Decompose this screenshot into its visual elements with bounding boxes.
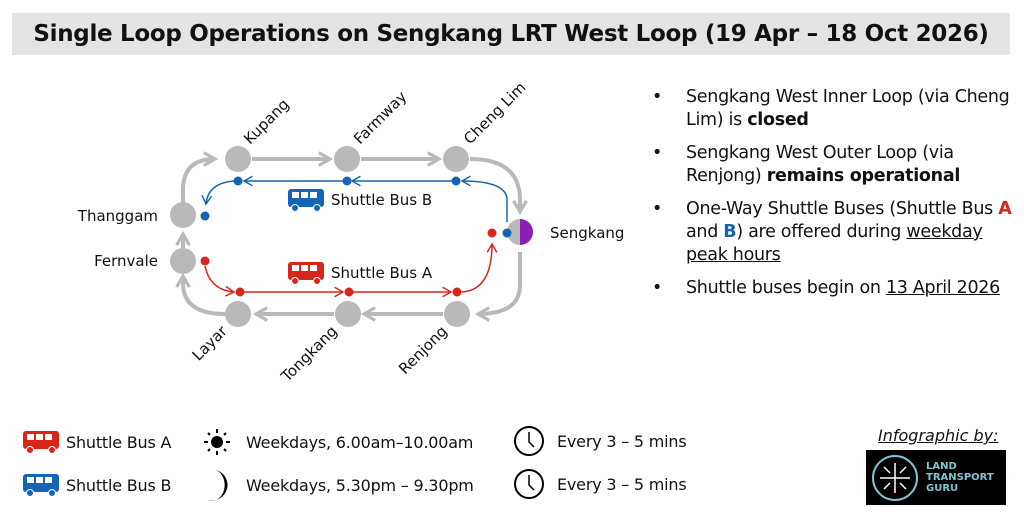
credit-label: Infographic by: <box>878 426 999 445</box>
station-sengkang: Sengkang <box>550 224 624 242</box>
station-tongkang: Tongkang <box>277 322 341 386</box>
info-bullets: • Sengkang West Inner Loop (via Cheng Lim… <box>652 86 1012 310</box>
bullet-text-part: 13 April 2026 <box>885 278 1000 298</box>
shuttle-b-route <box>201 175 508 222</box>
shuttle-b-label: Shuttle Bus B <box>331 191 432 209</box>
legend-hours-b-label: Weekdays, 5.30pm – 9.30pm <box>246 475 474 495</box>
clock-icon <box>514 469 544 499</box>
bullet-text-part: closed <box>747 110 809 130</box>
bus-a-icon <box>288 262 324 285</box>
bullet-text-part: B <box>723 222 737 242</box>
bullet-icon: • <box>652 278 663 298</box>
bullet-text: Shuttle buses begin on 13 April 2026 <box>686 277 1000 300</box>
bullet-icon: • <box>652 143 663 163</box>
legend-bus-b: Shuttle Bus B <box>22 473 171 497</box>
bullet-text: Sengkang West Inner Loop (via Cheng Lim)… <box>686 86 1012 132</box>
bus-b-icon <box>23 474 59 497</box>
logo-emblem-icon <box>872 454 918 501</box>
bullet-text-part: weekday peak hours <box>686 222 983 265</box>
land-transport-guru-logo: LAND TRANSPORT GURU <box>866 450 1006 505</box>
info-bullet: • Shuttle buses begin on 13 April 2026 <box>652 277 1012 300</box>
bullet-text-part: A <box>998 199 1012 219</box>
legend-freq-a-label: Every 3 – 5 mins <box>557 431 687 451</box>
info-bullet: • Sengkang West Outer Loop (via Renjong) … <box>652 142 1012 188</box>
station-thanggam: Thanggam <box>77 207 158 225</box>
bullet-text-part: Sengkang West Inner Loop (via Cheng Lim)… <box>686 87 1010 130</box>
bullet-text-part: ) are offered during <box>736 222 907 242</box>
bullet-text-part: and <box>686 222 724 242</box>
loop-diagram: Shuttle Bus B Shuttle Bus A Kupang Farmw… <box>77 78 625 386</box>
legend-hours-a-label: Weekdays, 6.00am–10.00am <box>246 432 474 452</box>
station-cheng-lim: Cheng Lim <box>460 78 529 147</box>
legend-bus-a: Shuttle Bus A <box>22 430 171 454</box>
station-fernvale: Fernvale <box>94 252 158 270</box>
bus-a-icon <box>23 431 59 454</box>
page-title: Single Loop Operations on Sengkang LRT W… <box>12 13 1010 55</box>
bullet-icon: • <box>652 199 663 219</box>
moon-icon <box>208 470 228 501</box>
legend-freq-a: Every 3 – 5 mins <box>513 425 687 457</box>
bullet-text-part: One-Way Shuttle Buses (Shuttle Bus <box>686 199 999 219</box>
bullet-icon: • <box>652 87 663 107</box>
bullet-text-part: Sengkang West Outer Loop (via Renjong) <box>686 143 954 186</box>
legend-bus-b-label: Shuttle Bus B <box>66 475 172 495</box>
sun-icon <box>204 429 230 455</box>
info-bullet: • Sengkang West Inner Loop (via Cheng Lim… <box>652 86 1012 132</box>
station-layar: Layar <box>189 322 232 365</box>
shuttle-a-label: Shuttle Bus A <box>331 264 433 282</box>
station-renjong: Renjong <box>395 322 451 378</box>
stations <box>170 146 533 327</box>
legend-freq-b: Every 3 – 5 mins <box>513 468 687 500</box>
clock-icon <box>514 426 544 456</box>
info-bullet: • One-Way Shuttle Buses (Shuttle Bus A an… <box>652 198 1012 267</box>
legend-freq-b-label: Every 3 – 5 mins <box>557 474 687 494</box>
legend-bus-a-label: Shuttle Bus A <box>66 432 172 452</box>
bullet-text: One-Way Shuttle Buses (Shuttle Bus A and… <box>686 198 1012 267</box>
bullet-text-part: Shuttle buses begin on <box>686 278 886 298</box>
bus-b-icon <box>288 189 324 212</box>
legend-hours-b: Weekdays, 5.30pm – 9.30pm <box>202 469 474 501</box>
bullet-text: Sengkang West Outer Loop (via Renjong) r… <box>686 142 1012 188</box>
logo-text: LAND TRANSPORT GURU <box>926 461 994 494</box>
station-farmway: Farmway <box>350 87 410 147</box>
loop-track <box>175 151 528 322</box>
shuttle-a-route <box>204 242 498 298</box>
bullet-text-part: remains operational <box>766 166 961 186</box>
legend-hours-a: Weekdays, 6.00am–10.00am <box>202 428 473 456</box>
station-kupang: Kupang <box>240 95 293 148</box>
